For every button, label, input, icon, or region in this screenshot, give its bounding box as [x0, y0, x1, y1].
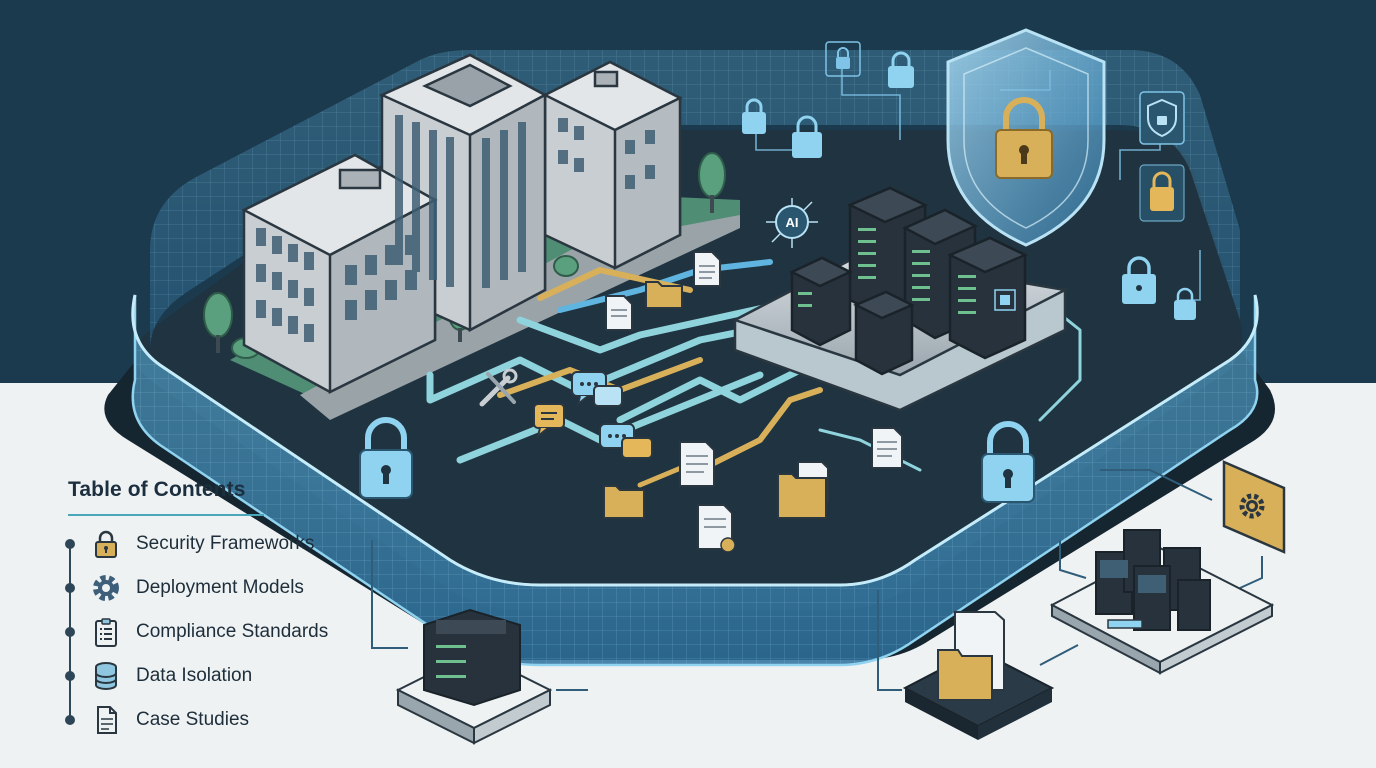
- document-icon-4: [871, 427, 903, 469]
- toc-bullet: [65, 671, 75, 681]
- lock-icon-gold-right: [1139, 164, 1185, 222]
- wrench-icon: [479, 368, 518, 407]
- lock-icon-right-2: [1174, 287, 1196, 320]
- toc-item-data-isolation[interactable]: Data Isolation: [62, 656, 382, 696]
- document-icon: [97, 706, 117, 734]
- glass-wall-top-edge: [131, 294, 1259, 587]
- external-server-node-left: [395, 608, 553, 745]
- lock-icon-front-right: [981, 421, 1035, 503]
- toc-item-compliance-standards[interactable]: Compliance Standards: [62, 612, 382, 652]
- ai-node: AI: [766, 198, 818, 248]
- database-icon: [95, 662, 117, 690]
- toc-item-label: Compliance Standards: [136, 621, 329, 642]
- document-icon-3: [679, 441, 715, 487]
- folder-icon-3: [777, 461, 829, 519]
- padlock-icon: [95, 530, 117, 558]
- document-check-icon: [697, 504, 736, 553]
- document-icon-2: [605, 295, 633, 331]
- toc-item-deployment-models[interactable]: Deployment Models: [62, 568, 382, 608]
- padlock-icon-gold: [995, 97, 1053, 179]
- toc-item-security-frameworks[interactable]: Security Frameworks: [62, 524, 382, 564]
- toc-item-label: Data Isolation: [136, 665, 253, 686]
- toc-item-case-studies[interactable]: Case Studies: [62, 700, 382, 740]
- chat-bubble-icon-2: [533, 403, 565, 439]
- toc-bullet: [65, 715, 75, 725]
- shield-icon-small: [1139, 91, 1185, 145]
- bush-2: [553, 255, 579, 277]
- external-server-cluster-node: [1049, 529, 1275, 675]
- office-building-front: [241, 153, 438, 395]
- server-racks: [789, 186, 1029, 376]
- office-building-back-right: [542, 60, 683, 271]
- lock-icon-top-3: [742, 98, 766, 134]
- server-lights: [798, 228, 976, 314]
- toc-title: Table of Contents: [68, 478, 246, 501]
- tree-3: [698, 152, 726, 213]
- lock-icon-front-left: [359, 417, 413, 499]
- building-windows: [256, 115, 655, 342]
- circuit-chip-icon: [994, 289, 1016, 311]
- toc-title-underline: [68, 514, 264, 516]
- toc-bullet: [65, 583, 75, 593]
- chat-bubble-icon-1: [571, 371, 623, 407]
- toc-item-label: Security Frameworks: [136, 533, 315, 554]
- lock-icon-top-4: [792, 115, 822, 158]
- toc-bullet: [65, 539, 75, 549]
- folder-icon-1: [645, 281, 683, 309]
- toc-bullet: [65, 627, 75, 637]
- glass-wall-front-grid: [132, 295, 1258, 665]
- folder-icon-2: [603, 485, 645, 519]
- gear-icon-panel: [1239, 493, 1265, 519]
- document-icon-1: [693, 251, 721, 287]
- data-flow-arrows: [426, 259, 1082, 488]
- security-shield: [946, 28, 1106, 247]
- gear-icon: [93, 575, 119, 601]
- lock-icon-top-1: [825, 41, 861, 77]
- chat-bubble-icon-3: [599, 423, 653, 459]
- table-of-contents: Table of Contents Security Frameworks De…: [62, 478, 382, 734]
- external-folder-node: [902, 611, 1055, 740]
- external-connectors: [371, 469, 1263, 691]
- clipboard-checklist-icon: [95, 618, 117, 647]
- lock-icon-top-2: [888, 51, 914, 88]
- toc-item-label: Deployment Models: [136, 577, 304, 598]
- ai-label: AI: [786, 215, 799, 230]
- toc-item-label: Case Studies: [136, 709, 250, 730]
- tree-1: [203, 292, 233, 353]
- lock-icon-right-1: [1122, 256, 1156, 304]
- settings-panel-node: [1222, 460, 1286, 554]
